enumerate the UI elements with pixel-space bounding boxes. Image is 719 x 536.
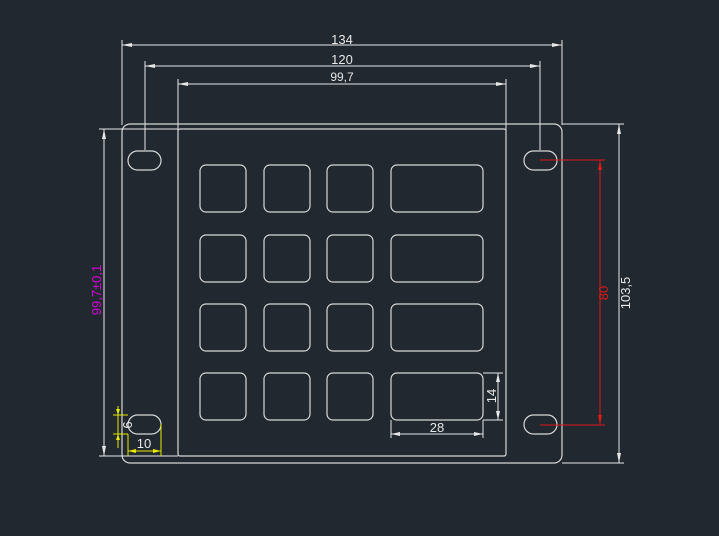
dim-slot: 6 10 xyxy=(113,406,162,456)
mounting-slot-top-left xyxy=(127,150,162,171)
dim-overall-height: 103,5 xyxy=(562,123,633,464)
label-overall-width: 134 xyxy=(331,32,353,47)
key xyxy=(326,303,374,352)
key xyxy=(263,234,311,283)
key-wide xyxy=(390,372,484,421)
label-hole-spacing-y: 80 xyxy=(596,286,611,300)
dim-keypad-height: 99,7±0,1 xyxy=(89,128,178,457)
dim-hole-spacing-x: 120 xyxy=(144,52,541,150)
key xyxy=(263,372,311,421)
keypad-frame xyxy=(177,128,507,457)
outer-plate xyxy=(121,123,563,464)
dim-key-height: 14 xyxy=(483,372,503,421)
key xyxy=(199,303,247,352)
key xyxy=(199,372,247,421)
dim-key-width: 28 xyxy=(390,420,484,438)
label-key-width: 28 xyxy=(430,420,444,435)
key xyxy=(326,372,374,421)
label-slot-height: 6 xyxy=(120,421,135,428)
key-grid xyxy=(199,164,484,421)
label-slot-width: 10 xyxy=(137,436,151,451)
key-wide xyxy=(390,234,484,283)
key-wide xyxy=(390,303,484,352)
key-wide xyxy=(390,164,484,213)
label-keypad-width: 99,7 xyxy=(330,70,354,84)
dim-overall-width: 134 xyxy=(121,32,563,125)
label-keypad-height: 99,7±0,1 xyxy=(89,265,104,316)
label-overall-height: 103,5 xyxy=(618,277,633,310)
key xyxy=(263,164,311,213)
dim-hole-spacing-y: 80 xyxy=(540,159,611,426)
label-key-height: 14 xyxy=(484,389,499,403)
key xyxy=(326,234,374,283)
key xyxy=(199,164,247,213)
label-hole-spacing-x: 120 xyxy=(331,52,353,67)
key xyxy=(199,234,247,283)
key xyxy=(326,164,374,213)
dim-keypad-width: 99,7 xyxy=(177,70,507,130)
key xyxy=(263,303,311,352)
